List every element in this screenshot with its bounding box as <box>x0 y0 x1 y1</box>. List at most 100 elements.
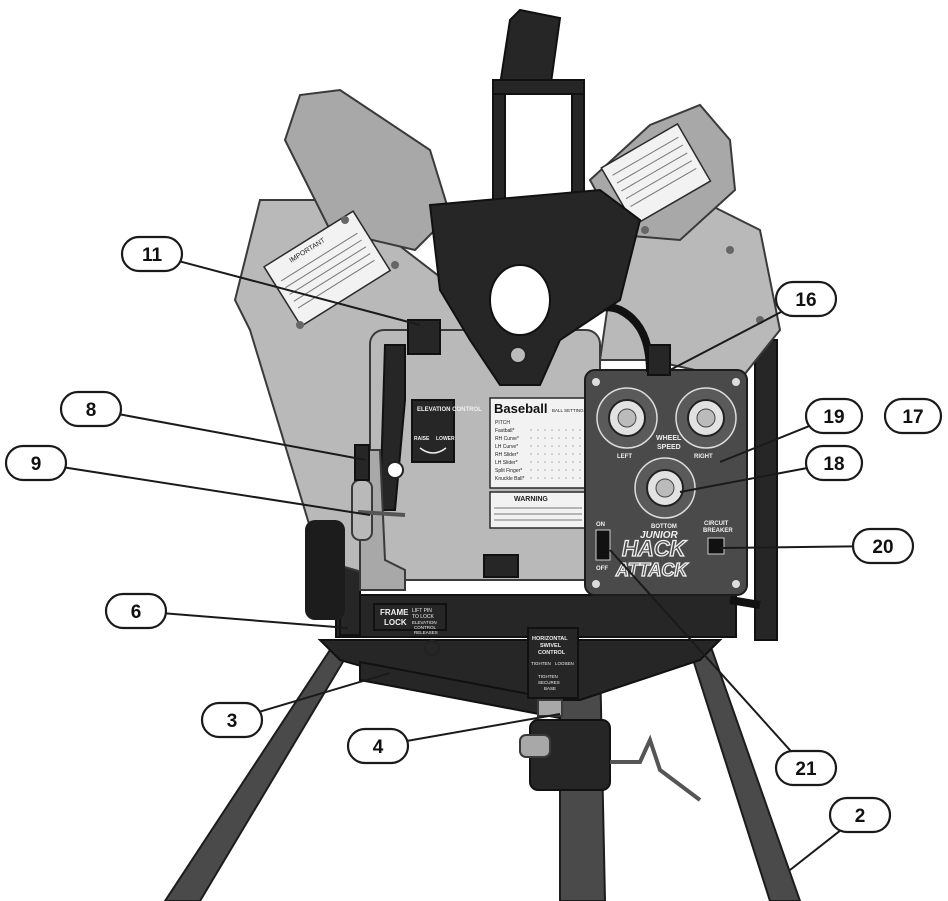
callout-leader-4 <box>406 713 561 742</box>
callout-number-18: 18 <box>823 454 844 475</box>
pitch-list: Fastball*RH Curve*LH Curve*RH Slider*LH … <box>495 428 582 482</box>
elevation-control-decal <box>411 399 455 463</box>
pitch-row-label: LH Slider* <box>495 460 518 466</box>
lock-pin-ring <box>424 640 440 656</box>
callout-leader-21 <box>609 549 794 754</box>
baseball-title: Baseball <box>494 401 547 416</box>
callout-number-19: 19 <box>823 407 844 428</box>
brand-hack: HACK <box>622 536 688 561</box>
frame-label: FRAME <box>380 608 409 617</box>
callout-pill-11 <box>120 235 184 273</box>
left-tire <box>305 520 345 620</box>
tighten-label: TIGHTEN <box>531 661 551 666</box>
switch-on-label: ON <box>596 522 605 528</box>
callout-pill-21 <box>774 749 838 787</box>
horizontal-label: HORIZONTAL <box>532 636 568 642</box>
left-decal-bg <box>263 210 392 328</box>
pitch-row-label: LH Curve* <box>495 444 518 450</box>
right-dial-label: RIGHT <box>694 454 713 460</box>
bottom-dial-label: BOTTOM <box>651 524 677 530</box>
feed-chute-top <box>498 8 562 92</box>
elevation-control-label: ELEVATION CONTROL <box>417 407 482 413</box>
circuit-label: CIRCUIT <box>704 521 729 527</box>
callout-pill-8 <box>59 390 123 428</box>
warning-label: WARNING <box>514 496 548 503</box>
callout-number-17: 17 <box>902 407 923 428</box>
callout-18: 18 <box>679 444 864 493</box>
brand-junior: JUNIOR <box>640 530 679 541</box>
brand-attack: ATTACK <box>615 560 689 580</box>
baseball-settings-decal <box>489 397 587 489</box>
callout-leader-16 <box>669 309 785 371</box>
callout-3: 3 <box>200 672 391 739</box>
callout-20: 20 <box>719 527 915 565</box>
feed-rail-top <box>492 79 585 95</box>
circuit-breaker-button <box>707 537 725 555</box>
callout-leader-3 <box>258 672 391 714</box>
wheel-label: WHEEL <box>656 435 682 442</box>
callout-leader-8 <box>119 413 367 461</box>
callout-number-3: 3 <box>227 711 238 732</box>
control-panel: LEFT RIGHT WHEEL SPEED BOTTOM ON OFF JUN… <box>519 303 748 596</box>
callout-6: 6 <box>104 592 349 630</box>
frame-decals: FRAME LOCK LIFT PIN TO LOCK ELEVATION CO… <box>373 603 579 717</box>
pitch-row-label: Knuckle Ball* <box>495 476 525 482</box>
callout-21: 21 <box>609 549 838 787</box>
pitch-row-label: Fastball* <box>495 428 515 434</box>
callout-11: 11 <box>120 235 421 326</box>
pitch-column-header: PITCH <box>495 420 510 426</box>
callout-pill-20 <box>851 527 915 565</box>
callout-2: 2 <box>789 796 892 871</box>
pitch-row-label: RH Curve* <box>495 436 519 442</box>
tighten-secures-2: SECURES <box>538 680 560 685</box>
callout-number-9: 9 <box>31 454 42 475</box>
callout-pill-2 <box>828 796 892 834</box>
callout-19: 19 <box>719 397 864 463</box>
to-lock-label: TO LOCK <box>412 614 435 620</box>
tighten-secures-1: TIGHTEN <box>538 674 558 679</box>
callout-pill-16 <box>774 280 838 318</box>
callout-pill-4 <box>346 727 410 765</box>
frame-lock-decal <box>373 603 447 631</box>
left-dial-label: LEFT <box>617 454 632 460</box>
cable-strain-relief <box>647 344 671 376</box>
callout-leader-9 <box>64 466 371 516</box>
callout-pill-17 <box>883 397 943 435</box>
callout-leader-20 <box>719 545 854 549</box>
pitch-row-label: Split Finger* <box>495 468 522 474</box>
callout-9: 9 <box>4 444 371 516</box>
lift-pin-label: LIFT PIN <box>412 608 432 614</box>
tighten-secures-3: BASE <box>544 686 556 691</box>
clamp-nut <box>519 734 551 758</box>
loosen-label: LOOSEN <box>555 661 574 666</box>
leg-brace-left <box>359 660 561 720</box>
elevation-release-label-2: CONTROL <box>414 625 436 630</box>
horizontal-swivel-decal <box>527 627 579 699</box>
right-decal-bg <box>600 122 712 227</box>
left-wheel-speed-dial: LEFT <box>596 387 658 460</box>
breaker-label: BREAKER <box>703 528 733 534</box>
switch-off-label: OFF <box>596 566 608 572</box>
feed-clamp <box>407 319 441 355</box>
elevation-release-label-1: ELEVATION <box>412 620 437 625</box>
callout-leader-2 <box>789 828 844 871</box>
cross-brace <box>317 639 723 701</box>
callout-16: 16 <box>669 280 838 371</box>
callout-layer: 11 16 89 19 17 18 20 6 3 4 21 2 <box>4 235 943 871</box>
callout-pill-9 <box>4 444 68 482</box>
callout-leader-19 <box>719 424 812 463</box>
baseball-subtitle: BALL SETTINGS AND MPH <box>552 408 608 413</box>
callout-4: 4 <box>346 713 561 765</box>
callout-number-11: 11 <box>142 245 163 266</box>
center-body: ELEVATION CONTROL RAISE LOWER Baseball B… <box>351 329 608 591</box>
right-frame-joint <box>729 596 761 609</box>
bottom-wheel-speed-dial: BOTTOM <box>634 457 696 530</box>
ball-opening <box>489 264 551 336</box>
callout-17: 17 <box>883 397 943 435</box>
callout-number-4: 4 <box>373 737 384 758</box>
right-decal <box>600 122 712 227</box>
callout-8: 8 <box>59 390 367 461</box>
callout-number-21: 21 <box>795 759 817 780</box>
